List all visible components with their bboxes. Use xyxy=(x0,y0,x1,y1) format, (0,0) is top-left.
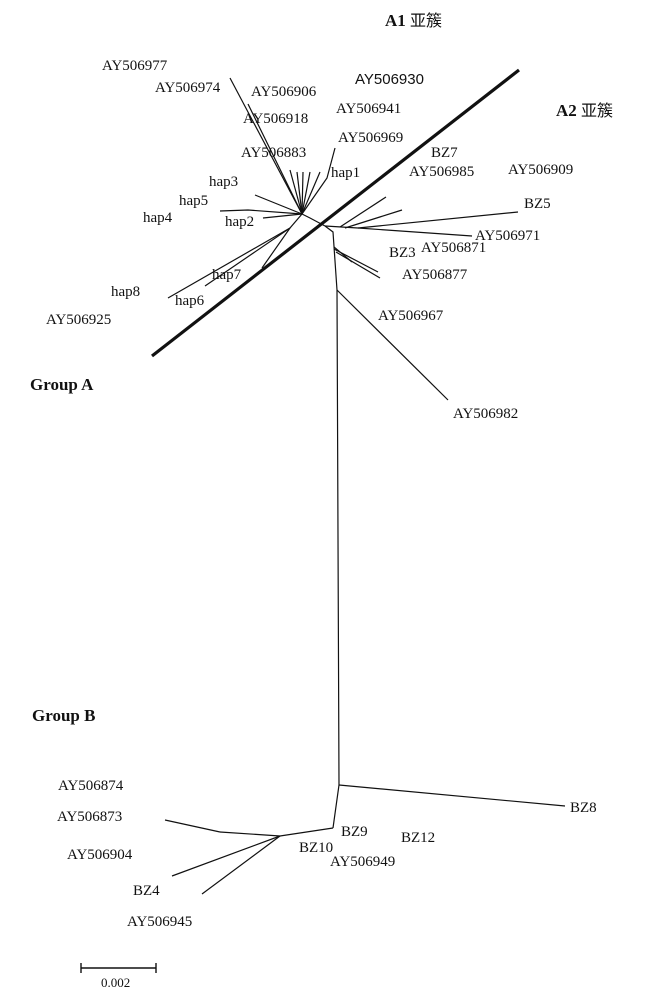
branch-a2-stem xyxy=(324,225,359,229)
taxon-label: hap8 xyxy=(111,284,140,300)
subcluster-divider-line xyxy=(151,68,520,358)
taxon-label: BZ5 xyxy=(524,196,551,212)
taxon-label: hap3 xyxy=(209,174,238,190)
branch-hap2 xyxy=(262,213,303,219)
taxon-label: hap6 xyxy=(175,293,205,309)
taxon-label: AY506974 xyxy=(155,80,221,96)
branch-AY506871 xyxy=(333,248,379,273)
heading-a2-subcluster: A2 亚簇 xyxy=(556,101,613,120)
taxon-label: BZ12 xyxy=(401,830,435,846)
taxon-label: AY506874 xyxy=(58,778,124,794)
branch-BZ4 xyxy=(171,835,281,877)
taxon-label: AY506871 xyxy=(421,240,486,256)
taxon-label: BZ4 xyxy=(133,883,160,899)
branch-BZ7 xyxy=(339,196,387,228)
taxon-label: BZ9 xyxy=(341,824,368,840)
branch-a1-stem xyxy=(301,213,326,227)
taxon-label: AY506930 xyxy=(355,71,424,88)
branch-hap1 xyxy=(301,147,336,215)
heading-group-b: Group B xyxy=(32,706,95,725)
taxon-label: AY506906 xyxy=(251,84,317,100)
scale-bar: 0.002 xyxy=(80,963,157,990)
branch-AY506883 xyxy=(301,171,304,215)
branch-groupb-stem xyxy=(219,827,334,837)
taxon-label: AY506985 xyxy=(409,164,474,180)
taxon-label: AY506941 xyxy=(336,101,401,117)
taxon-label: AY506977 xyxy=(102,58,168,74)
taxon-label: BZ10 xyxy=(299,840,333,856)
tree-branches xyxy=(164,77,566,895)
branch-AY506977 xyxy=(229,77,303,215)
taxon-label: hap7 xyxy=(212,267,242,283)
taxon-label: BZ8 xyxy=(570,800,597,816)
branch-AY506945 xyxy=(201,835,281,895)
taxon-label: AY506969 xyxy=(338,130,403,146)
taxon-label: AY506909 xyxy=(508,162,573,178)
branch-AY506971 xyxy=(357,227,473,237)
taxon-label: BZ3 xyxy=(389,245,416,261)
branch-AY506941 xyxy=(301,171,311,215)
taxon-label: AY506971 xyxy=(475,228,540,244)
taxon-label: AY506918 xyxy=(243,111,308,127)
branch-hap4 xyxy=(219,209,303,215)
taxon-label: hap5 xyxy=(179,193,208,209)
taxon-label: AY506925 xyxy=(46,312,111,328)
branch-AY506985 xyxy=(344,209,403,229)
taxon-label: AY506982 xyxy=(453,406,518,422)
branch-hap8 xyxy=(167,227,291,299)
branch-AY506918 xyxy=(296,171,303,215)
heading-a1-subcluster: A1 亚簇 xyxy=(385,11,442,30)
branch-AY506982 xyxy=(336,289,449,401)
taxon-label: hap4 xyxy=(143,210,173,226)
taxon-label: AY506967 xyxy=(378,308,444,324)
taxon-label: hap2 xyxy=(225,214,254,230)
heading-group-a: Group A xyxy=(30,375,94,394)
taxon-label: AY506904 xyxy=(67,847,133,863)
branch-AY506969 xyxy=(301,171,321,215)
taxon-label: AY506945 xyxy=(127,914,192,930)
branch-AY506906 xyxy=(289,169,303,215)
branch-AY506873 xyxy=(164,819,221,833)
branch-BZ8 xyxy=(338,784,566,807)
branch-AY506877 xyxy=(335,251,381,279)
branch-AY506974 xyxy=(247,103,303,215)
branch-hap6 xyxy=(204,227,291,287)
branch-trunk xyxy=(324,225,340,829)
taxon-label: AY506873 xyxy=(57,809,122,825)
taxon-labels: AY506977 AY506974 AY506906 AY506930 AY50… xyxy=(46,58,597,930)
taxon-label: AY506877 xyxy=(402,267,468,283)
scale-bar-label: 0.002 xyxy=(101,975,130,990)
taxon-label: AY506949 xyxy=(330,854,395,870)
taxon-label: AY506883 xyxy=(241,145,306,161)
taxon-label: BZ7 xyxy=(431,145,458,161)
taxon-label: hap1 xyxy=(331,165,360,181)
branch-hap3 xyxy=(254,194,303,215)
branch-BZ5 xyxy=(357,211,519,229)
